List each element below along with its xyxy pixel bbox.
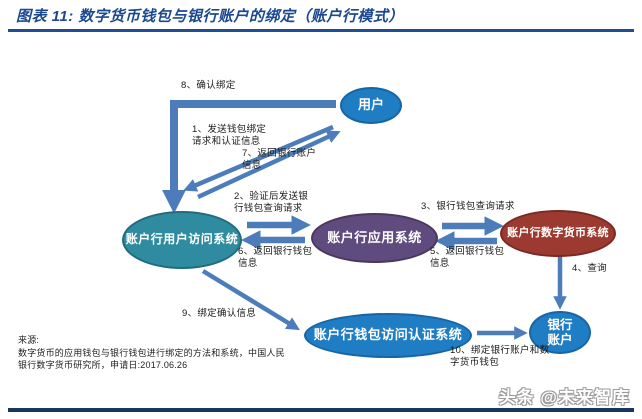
node-wallet-access-auth-system: 账户行钱包访问认证系统 xyxy=(304,313,472,358)
edge-label-step6: 6、返回银行钱包 信息 xyxy=(238,246,313,270)
edge-label-step1: 1、发送钱包绑定 请求和认证信息 xyxy=(192,124,267,148)
edge-label-step8: 8、确认绑定 xyxy=(181,80,236,91)
source-note: 来源: 数字货币的应用钱包与银行钱包进行绑定的方法和系统，中国人民 银行数字货币… xyxy=(18,334,285,372)
title-divider xyxy=(8,29,634,32)
node-bank-account: 银行 账户 xyxy=(529,311,591,354)
edge-label-step7: 7、返回银行账户 信息 xyxy=(242,148,317,172)
edge-label-step4: 4、查询 xyxy=(572,263,607,274)
figure-title: 图表 11: 数字货币钱包与银行账户的绑定（账户行模式） xyxy=(16,8,404,25)
bottom-divider xyxy=(8,408,634,412)
node-account-bank-user-access-system: 账户行用户访问系统 xyxy=(122,211,242,269)
source-prefix: 来源: xyxy=(18,335,40,345)
node-account-bank-digital-currency-system: 账户行数字货币系统 xyxy=(500,210,616,257)
edge-label-step9: 9、绑定确认信息 xyxy=(182,308,257,319)
watermark-toutiao: 头条 @未来智库 xyxy=(498,388,630,407)
edge-label-step10: 10、绑定银行账户和数 字货币钱包 xyxy=(450,345,550,369)
edge-label-step2: 2、验证后发送银 行钱包查询请求 xyxy=(234,191,309,215)
edge-label-step3: 3、银行钱包查询请求 xyxy=(421,201,515,212)
node-user: 用户 xyxy=(340,87,402,124)
source-text: 数字货币的应用钱包与银行钱包进行绑定的方法和系统，中国人民 银行数字货币研究所，… xyxy=(18,347,285,371)
edge-label-step5: 5、返回银行钱包 信息 xyxy=(430,246,505,270)
arrow-step9-binding-confirm-info xyxy=(201,269,300,331)
arrow-step7-return-account-info xyxy=(197,130,341,200)
arrow-step8-confirm-binding xyxy=(162,100,336,214)
arrow-step1-send-binding-request xyxy=(183,124,334,192)
node-account-bank-application-system: 账户行应用系统 xyxy=(311,213,438,263)
